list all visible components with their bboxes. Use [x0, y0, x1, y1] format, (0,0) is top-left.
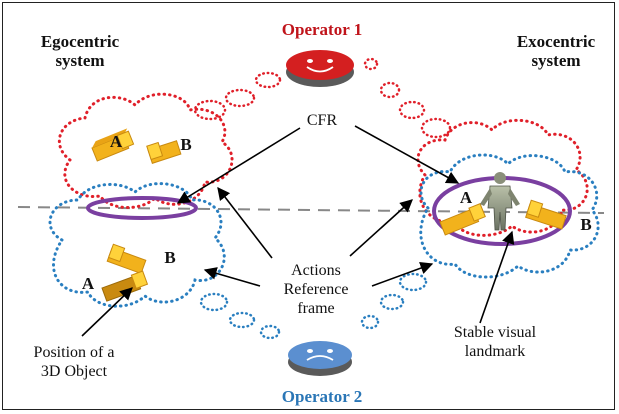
position-line1: Position of a — [34, 344, 115, 361]
cube-icon — [106, 243, 147, 275]
object-b-label-top: B — [180, 135, 191, 154]
object-b-label-bottom: B — [164, 248, 175, 267]
actions-arrow-2 — [203, 267, 261, 287]
cube-icon — [91, 128, 135, 162]
cfr-label: CFR — [307, 112, 338, 129]
object-b-label-right: B — [580, 215, 591, 234]
diagram-frame — [2, 2, 615, 410]
actions-line2: Reference — [284, 281, 349, 298]
actions-line3: frame — [297, 300, 334, 317]
actions-arrow-3 — [349, 199, 413, 257]
position-line2: 3D Object — [41, 363, 108, 380]
actions-line1: Actions — [291, 262, 341, 279]
landmark-line1: Stable visual — [454, 324, 537, 341]
right-blue-cloud — [419, 153, 600, 279]
object-a-label-right: A — [460, 188, 473, 207]
actions-arrow-1 — [217, 186, 273, 259]
egocentric-line2: system — [55, 51, 104, 70]
cube-icon — [439, 203, 486, 236]
exocentric-line2: system — [531, 51, 580, 70]
landmark-arrow — [479, 230, 515, 324]
position-arrow — [81, 287, 133, 337]
operator2-face-icon — [288, 341, 352, 376]
actions-arrow-4 — [371, 261, 434, 287]
left-red-cloud — [57, 92, 234, 210]
cube-icon — [101, 270, 149, 302]
operator2-label: Operator 2 — [282, 387, 362, 406]
right-red-cloud — [416, 118, 589, 237]
object-a-label-top: A — [110, 132, 123, 151]
cfr-arrow-left — [176, 127, 301, 204]
cube-icon — [525, 199, 567, 230]
operator1-label: Operator 1 — [282, 20, 362, 39]
left-blue-cloud — [48, 182, 226, 308]
operator2-left-trail — [199, 292, 281, 340]
egocentric-line1: Egocentric — [41, 32, 120, 51]
operator1-left-trail — [193, 71, 282, 121]
operator1-right-trail — [363, 57, 452, 139]
cube-icon — [146, 140, 182, 164]
landmark-line2: landmark — [465, 343, 525, 360]
exocentric-line1: Exocentric — [517, 32, 596, 51]
object-a-label-bottom: A — [82, 274, 95, 293]
operator2-right-trail — [360, 272, 428, 330]
cfr-arrow-right — [354, 125, 460, 184]
operator1-face-icon — [286, 50, 354, 87]
human-figure-icon — [480, 172, 520, 231]
horizon-dashed-line — [17, 206, 605, 214]
left-reference-ellipse — [86, 196, 198, 220]
